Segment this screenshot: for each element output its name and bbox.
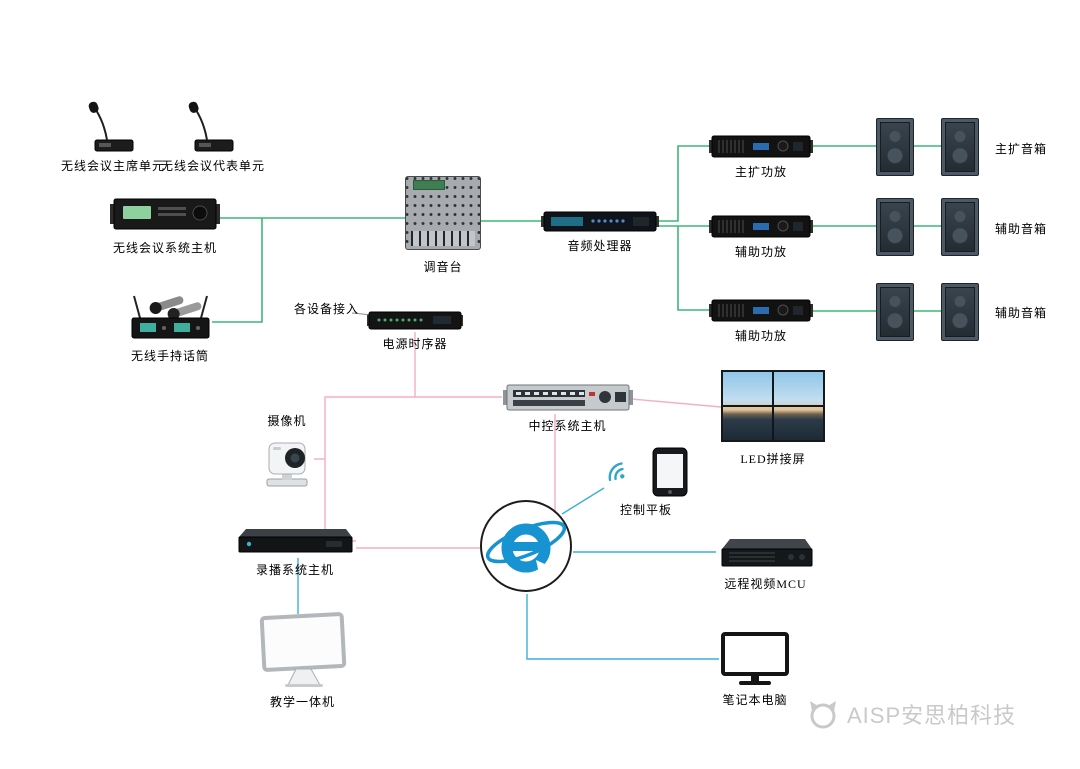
internet-explorer-icon xyxy=(480,500,572,592)
node-label: 无线会议代表单元 xyxy=(160,159,265,173)
node-label: 无线会议系统主机 xyxy=(112,241,217,255)
wireless-mic-receiver-icon xyxy=(131,295,209,339)
node-aux-amplifier-2: 辅助功放 xyxy=(706,296,816,344)
tablet-icon xyxy=(652,447,688,497)
node-camera: 摄像机 xyxy=(232,412,342,489)
node-teaching-aio: 教学一体机 xyxy=(250,612,355,710)
node-label: 无线会议主席单元 xyxy=(60,159,165,173)
recorder-host-icon xyxy=(238,529,353,553)
node-control-tablet: 控制平板 xyxy=(596,446,696,518)
amplifier-icon xyxy=(709,299,813,322)
node-laptop: 笔记本电脑 xyxy=(710,630,800,708)
central-control-icon xyxy=(502,384,633,411)
led-videowall-icon xyxy=(721,370,825,442)
network-link-internet-laptop xyxy=(526,594,719,660)
speaker-icon xyxy=(941,118,979,176)
gooseneck-mic-icon xyxy=(188,101,234,152)
speaker-icon xyxy=(876,118,914,176)
node-aux-amplifier-1: 辅助功放 xyxy=(706,212,816,260)
node-power-sequencer: 电源时序器 xyxy=(360,308,470,352)
device-access-note: 各设备接入 xyxy=(294,302,360,316)
amplifier-icon xyxy=(709,215,813,238)
node-central-control: 中控系统主机 xyxy=(500,380,635,434)
node-main-amplifier: 主扩功放 xyxy=(706,132,816,180)
node-audio-processor: 音频处理器 xyxy=(538,208,662,254)
node-handheld-mic: 无线手持话筒 xyxy=(110,292,230,364)
monitor-icon xyxy=(259,612,346,687)
node-conference-host: 无线会议系统主机 xyxy=(100,192,230,256)
node-label: 中控系统主机 xyxy=(528,419,607,433)
node-led-wall: LED拼接屏 xyxy=(718,370,828,467)
brand-watermark-text: AISP安思柏科技 xyxy=(847,703,1017,728)
node-label: 笔记本电脑 xyxy=(722,693,788,707)
node-label: 教学一体机 xyxy=(269,695,335,709)
brand-logo-icon xyxy=(810,701,836,729)
node-label: 控制平板 xyxy=(619,503,672,517)
aux-speakers-1-label: 辅助音箱 xyxy=(995,222,1048,236)
rack-host-icon xyxy=(110,198,220,230)
node-label: 录播系统主机 xyxy=(255,563,334,577)
audio-link-processor-mainamp xyxy=(659,145,709,222)
mcu-server-icon xyxy=(721,539,812,567)
audio-link-handheld-mixer xyxy=(212,218,263,323)
node-label: 辅助功放 xyxy=(734,245,787,259)
node-label: 摄像机 xyxy=(267,414,307,428)
power-sequencer-icon xyxy=(367,311,463,330)
main-speakers-label: 主扩音箱 xyxy=(995,142,1048,156)
node-mixer: 调音台 xyxy=(398,176,488,275)
mixing-console-icon xyxy=(405,176,481,250)
network-link-internet-tablet xyxy=(561,487,605,515)
node-internet xyxy=(478,498,574,594)
node-video-mcu: 远程视频MCU xyxy=(713,532,818,592)
brand-watermark: AISP安思柏科技 xyxy=(806,698,1016,730)
node-label: LED拼接屏 xyxy=(740,452,806,466)
speaker-icon xyxy=(876,283,914,341)
speaker-icon xyxy=(876,198,914,256)
node-label: 电源时序器 xyxy=(382,337,448,351)
wifi-icon xyxy=(608,462,625,482)
speaker-icon xyxy=(941,198,979,256)
node-wireless-chairman-mic: 无线会议主席单元 xyxy=(58,98,168,174)
ptz-camera-icon xyxy=(266,442,308,487)
node-label: 调音台 xyxy=(423,260,463,274)
audio-link-processor-auxamp2 xyxy=(677,226,709,311)
gooseneck-mic-icon xyxy=(88,101,134,152)
node-label: 远程视频MCU xyxy=(724,577,807,591)
node-label: 主扩功放 xyxy=(734,165,787,179)
node-label: 无线手持话筒 xyxy=(130,349,209,363)
node-label: 辅助功放 xyxy=(734,329,787,343)
control-link-central-ledwall xyxy=(631,398,722,408)
speaker-icon xyxy=(941,283,979,341)
node-wireless-delegate-mic: 无线会议代表单元 xyxy=(158,98,268,174)
laptop-icon xyxy=(721,632,789,685)
node-label: 音频处理器 xyxy=(567,239,633,253)
aux-speakers-2-label: 辅助音箱 xyxy=(995,306,1048,320)
node-recorder: 录播系统主机 xyxy=(230,524,360,578)
amplifier-icon xyxy=(709,135,813,158)
audio-processor-icon xyxy=(541,211,659,232)
